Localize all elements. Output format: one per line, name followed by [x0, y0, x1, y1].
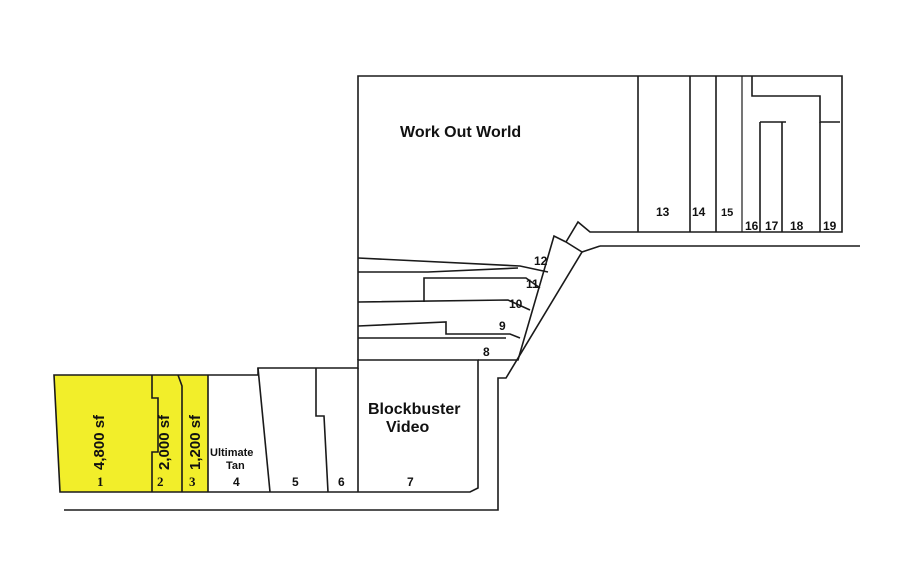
unit-number-19: 19: [823, 219, 837, 233]
unit-number-4: 4: [233, 475, 240, 489]
unit-number-5: 5: [292, 475, 299, 489]
unit-number-1: 1: [97, 474, 104, 489]
unit-number-16: 16: [745, 219, 759, 233]
unit-1-size-label: 4,800 sf: [91, 414, 108, 470]
unit-number-10: 10: [509, 297, 523, 311]
unit-1-available[interactable]: [54, 375, 152, 492]
blockbuster-label-line2: Video: [386, 419, 430, 436]
unit-number-17: 17: [765, 219, 779, 233]
ultimate-tan-label-line2: Tan: [226, 460, 245, 472]
unit-number-11: 11: [526, 277, 539, 291]
building-outline: [53, 75, 860, 511]
unit-number-15: 15: [721, 207, 733, 219]
unit-number-6: 6: [338, 475, 345, 489]
unit-number-12: 12: [534, 254, 548, 268]
ultimate-tan-label-line1: Ultimate: [210, 447, 253, 459]
unit-number-14: 14: [692, 205, 706, 219]
blockbuster-label-line1: Blockbuster: [368, 401, 460, 418]
unit-number-13: 13: [656, 205, 670, 219]
unit-2-available[interactable]: [152, 375, 182, 492]
unit-number-9: 9: [499, 319, 506, 333]
unit-3-size-label: 1,200 sf: [187, 414, 204, 470]
unit-3-available[interactable]: [178, 375, 208, 492]
unit-2-size-label: 2,000 sf: [156, 414, 173, 470]
unit-number-8: 8: [483, 345, 490, 359]
work-out-world-label: Work Out World: [400, 124, 521, 141]
unit-number-3: 3: [189, 474, 196, 489]
unit-number-2: 2: [157, 474, 164, 489]
unit-number-7: 7: [407, 475, 414, 489]
unit-number-18: 18: [790, 219, 804, 233]
